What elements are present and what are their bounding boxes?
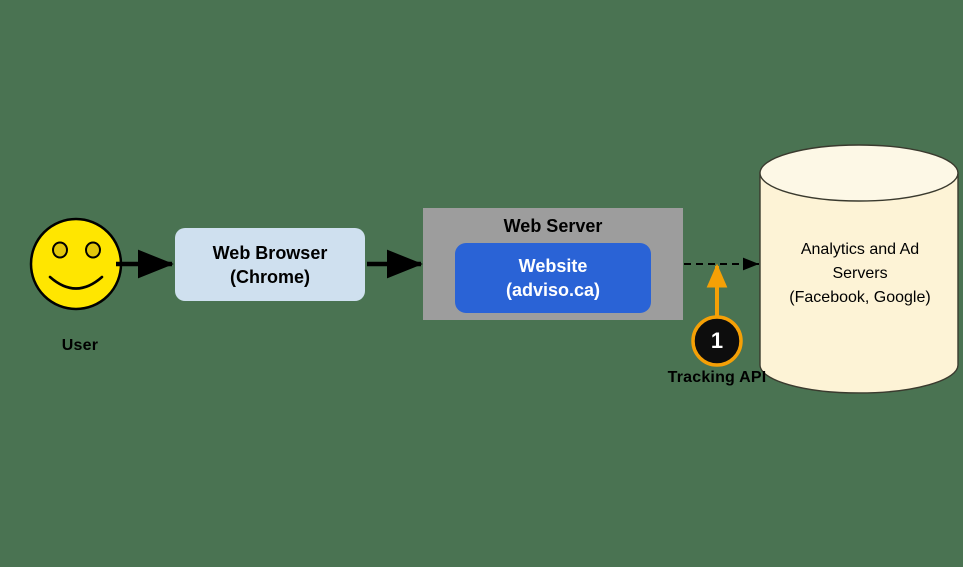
tracking-api-label: Tracking API	[667, 369, 767, 386]
smiley-face-icon	[29, 217, 123, 311]
web-browser-subtitle: (Chrome)	[230, 266, 310, 287]
database-cylinder-icon	[759, 144, 959, 394]
database-label-line1: Analytics and Ad	[800, 241, 920, 258]
user-label: User	[61, 337, 99, 354]
database-label: Analytics and Ad Servers (Facebook, Goog…	[762, 238, 958, 310]
database-label-line2: Servers	[832, 265, 888, 282]
node-website[interactable]: Website (adviso.ca)	[455, 243, 651, 313]
database-label-line3: (Facebook, Google)	[789, 289, 931, 306]
node-web-browser[interactable]: Web Browser (Chrome)	[175, 228, 365, 301]
website-domain: (adviso.ca)	[505, 280, 601, 300]
web-server-title: Web Server	[503, 216, 603, 236]
web-browser-title: Web Browser	[212, 242, 328, 263]
website-title: Website	[518, 256, 588, 276]
tracking-badge-circle[interactable]	[691, 315, 743, 367]
